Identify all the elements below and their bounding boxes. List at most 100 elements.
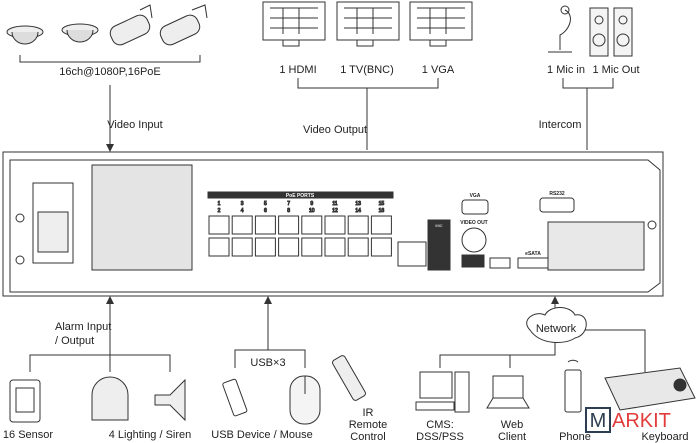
usb-stick-icon	[222, 378, 248, 417]
cms-label-line2: DSS/PSS	[416, 431, 464, 443]
fan-vent-icon	[91, 164, 193, 271]
poe-port	[231, 237, 253, 257]
alarm-terminal-block	[547, 221, 645, 271]
mic-out-label: 1 Mic Out	[592, 64, 639, 76]
poe-port	[254, 215, 276, 235]
usb-devices-label: USB Device / Mouse	[211, 429, 312, 441]
ir-remote-icon	[332, 355, 366, 401]
poe-port-number: 3	[241, 201, 244, 207]
poe-port	[278, 237, 300, 257]
svg-text:M: M	[590, 410, 607, 432]
hdmi-label: 1 HDMI	[279, 64, 316, 76]
poe-port-number: 4	[241, 208, 244, 214]
poe-port-number: 13	[355, 201, 361, 207]
poe-port-number: 15	[379, 201, 385, 207]
lan-port-icon	[397, 241, 427, 267]
poe-port-number: 5	[264, 201, 267, 207]
poe-ports-label: PoE PORTS	[286, 193, 315, 199]
poe-port	[208, 237, 230, 257]
svg-text:ARKIT: ARKIT	[612, 410, 671, 432]
desktop-pc-icon	[415, 371, 470, 413]
bullet-camera-icon	[109, 4, 153, 46]
power-switch	[32, 182, 74, 264]
poe-port	[324, 237, 346, 257]
alarm-label-line1: Alarm Input	[55, 321, 111, 333]
network-cloud-icon	[526, 307, 587, 343]
dome-camera-icon	[6, 25, 44, 45]
hdmi-port-icon	[461, 254, 485, 268]
sensor-label: 16 Sensor	[3, 429, 53, 441]
power-socket-icon	[37, 211, 69, 253]
laptop-icon	[486, 375, 530, 409]
poe-port-number: 6	[264, 208, 267, 214]
monitor-icon	[336, 1, 400, 47]
keyboard-label: Keyboard	[641, 431, 688, 443]
poe-port-number: 14	[355, 208, 361, 214]
poe-port	[347, 215, 369, 235]
poe-port	[347, 237, 369, 257]
poe-port-number: 9	[310, 201, 313, 207]
ir-label-line2: Remote	[349, 419, 388, 431]
intercom-label: Intercom	[539, 119, 582, 131]
monitor-icon	[262, 1, 326, 47]
dome-camera-icon	[61, 23, 99, 43]
alarm-label-line2: / Output	[55, 335, 94, 347]
bullet-camera-icon	[159, 4, 208, 46]
panel-rs232-label: RS232	[549, 191, 565, 197]
panel-mic-label: MIC	[435, 223, 442, 228]
poe-port	[254, 237, 276, 257]
poe-port-number: 2	[218, 208, 221, 214]
vga-label: 1 VGA	[422, 64, 455, 76]
poe-port-number: 7	[287, 201, 290, 207]
ir-label-line1: IR	[363, 407, 374, 419]
sensor-icon	[9, 379, 41, 423]
mouse-icon	[289, 375, 321, 425]
panel-video-out-label: VIDEO OUT	[460, 220, 488, 226]
web-label-line2: Client	[498, 431, 526, 443]
lighting-label: 4 Lighting / Siren	[109, 429, 192, 441]
poe-port	[370, 215, 392, 235]
video-output-label: Video Output	[303, 124, 367, 136]
phone-icon	[564, 359, 582, 413]
video-input-label: Video Input	[107, 119, 162, 131]
nvr-chassis	[2, 151, 664, 297]
panel-esata-label: eSATA	[525, 251, 541, 257]
web-label-line1: Web	[501, 419, 523, 431]
vga-port-icon	[461, 199, 489, 215]
mic-in-label: 1 Mic in	[547, 64, 585, 76]
poe-port-number: 11	[332, 201, 337, 207]
poe-port	[208, 215, 230, 235]
poe-port	[278, 215, 300, 235]
tv-label: 1 TV(BNC)	[340, 64, 394, 76]
cms-label-line1: CMS:	[426, 419, 454, 431]
poe-port	[301, 237, 323, 257]
poe-port-number: 10	[309, 208, 315, 214]
monitor-icon	[409, 1, 473, 47]
camera-spec-label: 16ch@1080P,16PoE	[59, 66, 161, 78]
markit-watermark: M ARKIT	[585, 407, 671, 433]
lighting-icon	[91, 376, 129, 421]
poe-port-number: 1	[218, 201, 221, 207]
phone-label: Phone	[559, 431, 591, 443]
network-label: Network	[536, 323, 577, 335]
esata-port-icon	[517, 257, 549, 269]
poe-port-number: 12	[332, 208, 338, 214]
poe-port	[301, 215, 323, 235]
rs232-port-icon	[539, 197, 575, 213]
usb-port-icon	[489, 257, 511, 269]
poe-port-number: 16	[379, 208, 385, 214]
bnc-video-out-icon	[461, 227, 487, 253]
speaker-icon	[589, 7, 633, 57]
poe-port	[231, 215, 253, 235]
panel-vga-label: VGA	[470, 193, 481, 199]
ir-label-line3: Control	[350, 431, 385, 443]
siren-icon	[154, 378, 186, 422]
poe-port	[370, 237, 392, 257]
ptz-keyboard-icon	[604, 367, 696, 411]
usb-count-label: USB×3	[250, 357, 285, 369]
microphone-icon	[548, 5, 572, 53]
poe-port	[324, 215, 346, 235]
poe-port-number: 8	[287, 208, 290, 214]
